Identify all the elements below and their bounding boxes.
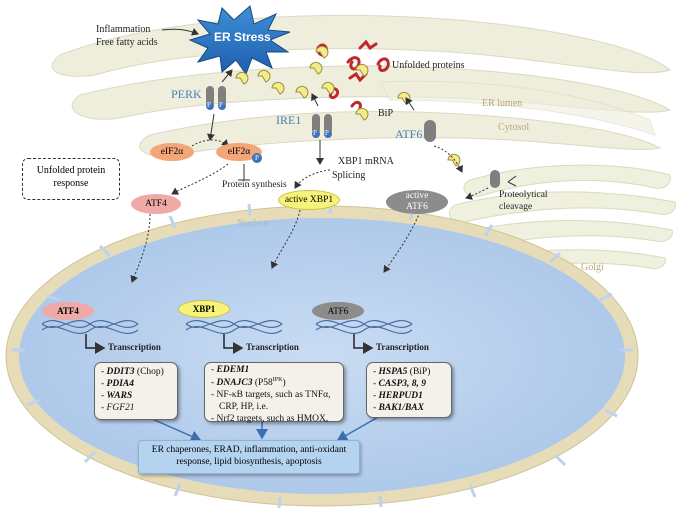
eif2a-phospho-arrow — [191, 138, 229, 147]
atf6-label: ATF6 — [395, 127, 423, 141]
atf6-targets-to-outcome — [336, 415, 381, 441]
atf6-tf-label: ATF6 — [327, 306, 349, 316]
active-atf6-line2: ATF6 — [406, 202, 428, 212]
protein-synthesis-inhibition — [238, 164, 250, 181]
golgi-to-active-atf6-arrow — [465, 187, 489, 200]
atf6-target-3: - HERPUD1 — [373, 390, 423, 401]
atf6-target-2: - CASP3, 8, 9 — [373, 378, 427, 389]
xbp1-target-2: - DNAJC3 (P58IPK) — [211, 376, 286, 389]
ire1-phospho-1: P — [313, 129, 317, 137]
atf6-target-1: - HSPA5 (BiP) — [373, 367, 431, 377]
splicing-arrow — [294, 169, 331, 189]
atf4-tf-node: ATF4 — [42, 302, 94, 320]
xbp1-targets-box: - EDEM1 - DNAJC3 (P58IPK) - NF-κB target… — [204, 362, 344, 424]
upr-label-line1: Unfolded protein — [36, 165, 106, 176]
bip-label: BiP — [378, 108, 394, 119]
trigger-inflammation: Inflammation — [96, 24, 151, 35]
xbp1-tf-label: XBP1 — [192, 304, 216, 314]
xbp1-target-3: - NF-κB targets, such as TNFα, — [211, 389, 331, 400]
er-stress-label: ER Stress — [214, 30, 271, 44]
xbp1-target-4: CRP, HP, i.e. — [219, 401, 269, 412]
upr-label-line2: response — [53, 177, 89, 189]
atf6-target-4: - BAK1/BAX — [373, 402, 424, 413]
dna-helix-xbp1 — [185, 319, 283, 335]
trigger-ffa: Free fatty acids — [96, 37, 158, 48]
transcription-label-atf6: Transcription — [376, 342, 429, 352]
ire1-to-stress-arrow — [311, 93, 319, 107]
atf4-target-4: - FGF21 — [101, 402, 135, 413]
perk-to-stress-arrow — [221, 69, 233, 83]
upr-label-box: Unfolded protein response — [22, 158, 120, 200]
atf4-cytosol-node: ATF4 — [131, 194, 181, 214]
active-atf6-line1: active — [405, 191, 429, 201]
perk-phospho-2: P — [219, 101, 223, 109]
cleavage-label-1: Proteolytical — [499, 190, 548, 200]
atf6-to-stress-arrow — [405, 97, 415, 111]
splicing-label: Splicing — [332, 170, 366, 181]
dna-helix-atf4 — [41, 319, 139, 335]
xbp1-into-nucleus-arrow — [270, 209, 301, 269]
eif2a-p-label: eIF2α — [227, 147, 251, 157]
golgi-label: Golgi — [581, 262, 604, 273]
active-xbp1-label: active XBP1 — [284, 195, 334, 205]
nucleus-label: Nucleus — [237, 218, 270, 229]
transcription-label-xbp1: Transcription — [246, 342, 299, 352]
bip-chaperones — [235, 45, 461, 167]
atf4-targets-box: - DDIT3 (Chop) - PDIA4 - WARS - FGF21 — [94, 362, 178, 420]
atf4-target-2: - PDIA4 — [101, 378, 134, 389]
active-xbp1-node: active XBP1 — [278, 190, 340, 210]
atf6-tf-node: ATF6 — [312, 302, 364, 320]
xbp1-target-5: - Nrf2 targets, such as HMOX, — [211, 413, 329, 424]
transcription-arrow-xbp1 — [223, 334, 244, 354]
atf4-cytosol-label: ATF4 — [145, 199, 167, 209]
perk-label: PERK — [171, 87, 202, 101]
outcome-line1: ER chaperones, ERAD, inflammation, anti-… — [151, 445, 347, 455]
atf6-to-golgi-arrow — [433, 145, 463, 173]
atf4-tf-label: ATF4 — [57, 306, 79, 316]
eif2a-to-atf4-arrow — [171, 163, 229, 195]
xbp1-tf-node: XBP1 — [178, 300, 230, 318]
ire1-label: IRE1 — [276, 113, 302, 127]
atf6-targets-box: - HSPA5 (BiP) - CASP3, 8, 9 - HERPUD1 - … — [366, 362, 452, 418]
protein-synthesis-label: Protein synthesis — [222, 180, 287, 190]
ire1-phospho-2: P — [325, 129, 329, 137]
atf4-into-nucleus-arrow — [130, 213, 151, 283]
atf4-targets-to-outcome — [149, 417, 202, 442]
transcription-label-atf4: Transcription — [108, 342, 161, 352]
atf4-target-1: - DDIT3 (Chop) — [101, 367, 164, 377]
atf6-golgi-receptor — [490, 170, 517, 188]
nucleus-interior — [19, 218, 625, 494]
cleavage-label-2: cleavage — [499, 202, 533, 212]
eif2a-phosphorylated-node: eIF2α — [216, 143, 262, 161]
perk-receptor — [206, 86, 226, 110]
er-lumen-label: ER lumen — [482, 98, 523, 109]
atf4-target-3: - WARS — [101, 390, 133, 401]
eif2a-phospho-dot: P — [252, 153, 262, 163]
eif2a-node: eIF2α — [150, 143, 194, 161]
trigger-arrow — [161, 28, 199, 36]
atf6-into-nucleus-arrow — [383, 211, 421, 273]
xbp1-target-1: - EDEM1 — [211, 365, 250, 375]
outcome-line2: response, lipid biosynthesis, apoptosis — [176, 457, 322, 468]
xbp1-mrna-label: XBP1 mRNA — [338, 156, 394, 167]
perk-phospho-1: P — [207, 101, 211, 109]
transcription-arrow-atf6 — [353, 334, 374, 354]
transcription-arrow-atf4 — [85, 334, 106, 354]
dna-helix-atf6 — [315, 319, 413, 335]
unfolded-proteins-label: Unfolded proteins — [392, 60, 465, 71]
perk-to-eif2a-arrow — [206, 113, 215, 141]
unfolded-protein-icons — [316, 39, 390, 110]
atf6-receptor — [424, 120, 436, 142]
er-stress-star — [188, 5, 291, 76]
cytosol-label: Cytosol — [498, 122, 530, 133]
outcome-box: ER chaperones, ERAD, inflammation, anti-… — [138, 440, 360, 474]
active-atf6-node: active ATF6 — [386, 190, 448, 214]
ire1-receptor — [312, 114, 332, 138]
eif2a-label: eIF2α — [160, 147, 184, 157]
eif2a-phospho-label: P — [255, 154, 259, 162]
